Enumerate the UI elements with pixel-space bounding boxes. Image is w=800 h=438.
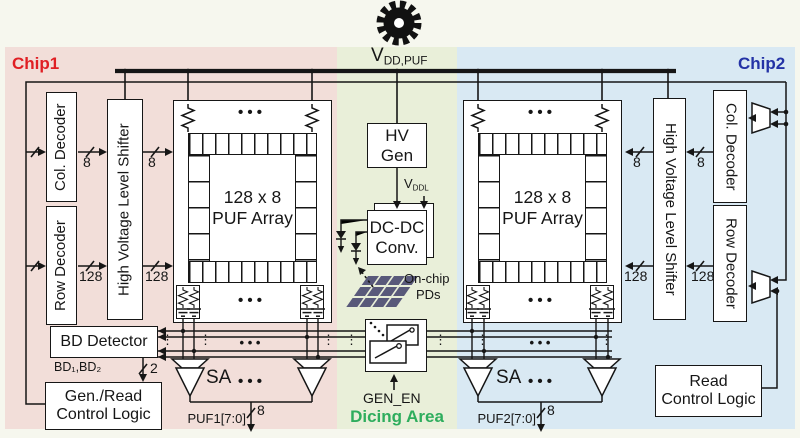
chip2-array-cells-right <box>585 155 606 261</box>
chip1-col-decoder-label: Col. Decoder <box>52 103 70 191</box>
dicing-switch-box <box>365 319 427 372</box>
vddl-label: VDDL <box>404 176 429 193</box>
chip1-row-decoder-box: Row Decoder <box>46 206 77 325</box>
dcdc-conv-box: DC-DC Conv. <box>367 210 427 265</box>
chip2-array-cells-top <box>479 134 606 155</box>
puf2-width: 8 <box>547 402 555 418</box>
dicing-area-label: Dicing Area <box>350 407 444 426</box>
chip1-busline-ellipsis: • • • <box>239 335 261 350</box>
chip1-sa-ellipsis: • • • <box>237 373 263 390</box>
chip2-hv-level-shifter-label: High Voltage Level Shifter <box>661 122 679 296</box>
chip2-row-decoder-label: Row Decoder <box>722 218 740 309</box>
vdots-1: ⋮ <box>161 332 174 347</box>
chip2-array-col-width: 8 <box>633 154 641 170</box>
chip2-array-row-width: 128 <box>624 268 648 284</box>
chip2-bias-left-box <box>466 285 490 319</box>
chip1-bd-detector-box: BD Detector <box>50 326 158 358</box>
bd-detector-label: BD Detector <box>60 333 148 351</box>
puf1-width: 8 <box>257 402 265 418</box>
vdots-4: ⋮ <box>345 332 358 347</box>
chip1-array-size: 128 x 8 <box>223 187 282 207</box>
chip1-top-ellipsis: • • • <box>237 104 263 121</box>
bd-bus-label: BD₁,BD₂ <box>54 360 102 374</box>
chip1-bias-ellipsis: • • • <box>237 292 263 309</box>
vdd-puf-label: VDD,PUF <box>371 45 428 68</box>
on-chip-pd-line2: PDs <box>416 287 441 302</box>
chip1-col-decoder-box: Col. Decoder <box>46 92 77 202</box>
chip2-sa-ellipsis: • • • <box>527 373 553 390</box>
chip1-puf-array: 128 x 8 PUF Array <box>188 133 317 283</box>
chip1-array-title: 128 x 8 PUF Array <box>210 155 295 261</box>
chip2-col-decoder-label: Col. Decoder <box>722 102 740 191</box>
chip1-col-width: 8 <box>83 154 91 170</box>
chip1-control-logic-box: Gen./Read Control Logic <box>45 382 162 430</box>
chip1-title: Chip1 <box>12 54 60 73</box>
chip2-array-name: PUF Array <box>502 208 583 228</box>
chip2-array-cells-bottom <box>479 261 606 282</box>
vdots-2: ⋮ <box>199 332 212 347</box>
chip1-bias-left-box <box>176 285 200 319</box>
saw-blade-icon <box>376 0 422 46</box>
chip2-control-line2: Control Logic <box>661 391 756 408</box>
vdots-3: ⋮ <box>322 332 335 347</box>
chip2-col-decoder-box: Col. Decoder <box>713 90 747 203</box>
chip2-array-size: 128 x 8 <box>513 187 572 207</box>
hv-gen-line2: Gen <box>380 145 414 165</box>
hv-gen-line1: HV <box>385 126 409 146</box>
chip1-row-width: 128 <box>79 268 103 284</box>
chip1-row-decoder-label: Row Decoder <box>52 220 70 311</box>
chip1-bias-right-box <box>300 285 324 319</box>
puf1-out-label: PUF1[7:0] <box>187 411 246 426</box>
chip1-array-cells-bottom <box>189 261 316 282</box>
chip2-col-width: 8 <box>697 154 705 170</box>
vdots-5: ⋮ <box>434 332 447 347</box>
chip2-bias-right-box <box>590 285 614 319</box>
chip2-read-control-box: Read Control Logic <box>655 365 762 417</box>
bd-width: 2 <box>150 360 158 376</box>
chip1-array-name: PUF Array <box>212 208 293 228</box>
chip1-array-col-width: 8 <box>148 154 156 170</box>
on-chip-pd-line1: On-chip <box>404 271 450 286</box>
chip2-row-decoder-box: Row Decoder <box>713 205 747 322</box>
chip2-control-line1: Read <box>689 373 728 391</box>
chip2-busline-ellipsis: • • • <box>529 335 551 350</box>
chip1-control-logic-line1: Gen./Read <box>64 388 143 406</box>
chip1-hv-level-shifter-label: High Voltage Level Shifter <box>115 123 133 296</box>
chip1-control-logic-line2: Control Logic <box>56 406 151 423</box>
chip2-bias-ellipsis: • • • <box>527 292 553 309</box>
chip1-array-cells-right <box>295 155 316 261</box>
chip2-title: Chip2 <box>738 54 786 73</box>
chip2-array-cells-left <box>479 155 500 261</box>
chip1-hv-level-shifter-box: High Voltage Level Shifter <box>107 99 143 320</box>
dcdc-line2: Conv. <box>375 237 419 257</box>
chip1-array-cells-left <box>189 155 210 261</box>
chip2-puf-array: 128 x 8 PUF Array <box>478 133 607 283</box>
chip1-array-row-width: 128 <box>145 268 169 284</box>
gen-en-label: GEN_EN <box>363 390 421 406</box>
chip2-top-ellipsis: • • • <box>527 104 553 121</box>
dcdc-line1: DC-DC <box>369 218 425 238</box>
vdots-7: ⋮ <box>600 332 613 347</box>
vdots-6: ⋮ <box>476 332 489 347</box>
chip1-array-cells-top <box>189 134 316 155</box>
chip2-array-title: 128 x 8 PUF Array <box>500 155 585 261</box>
hv-gen-box: HV Gen <box>367 123 427 168</box>
puf2-out-label: PUF2[7:0] <box>477 411 536 426</box>
chip2-row-width: 128 <box>691 268 715 284</box>
chip2-hv-level-shifter-box: High Voltage Level Shifter <box>653 98 686 320</box>
